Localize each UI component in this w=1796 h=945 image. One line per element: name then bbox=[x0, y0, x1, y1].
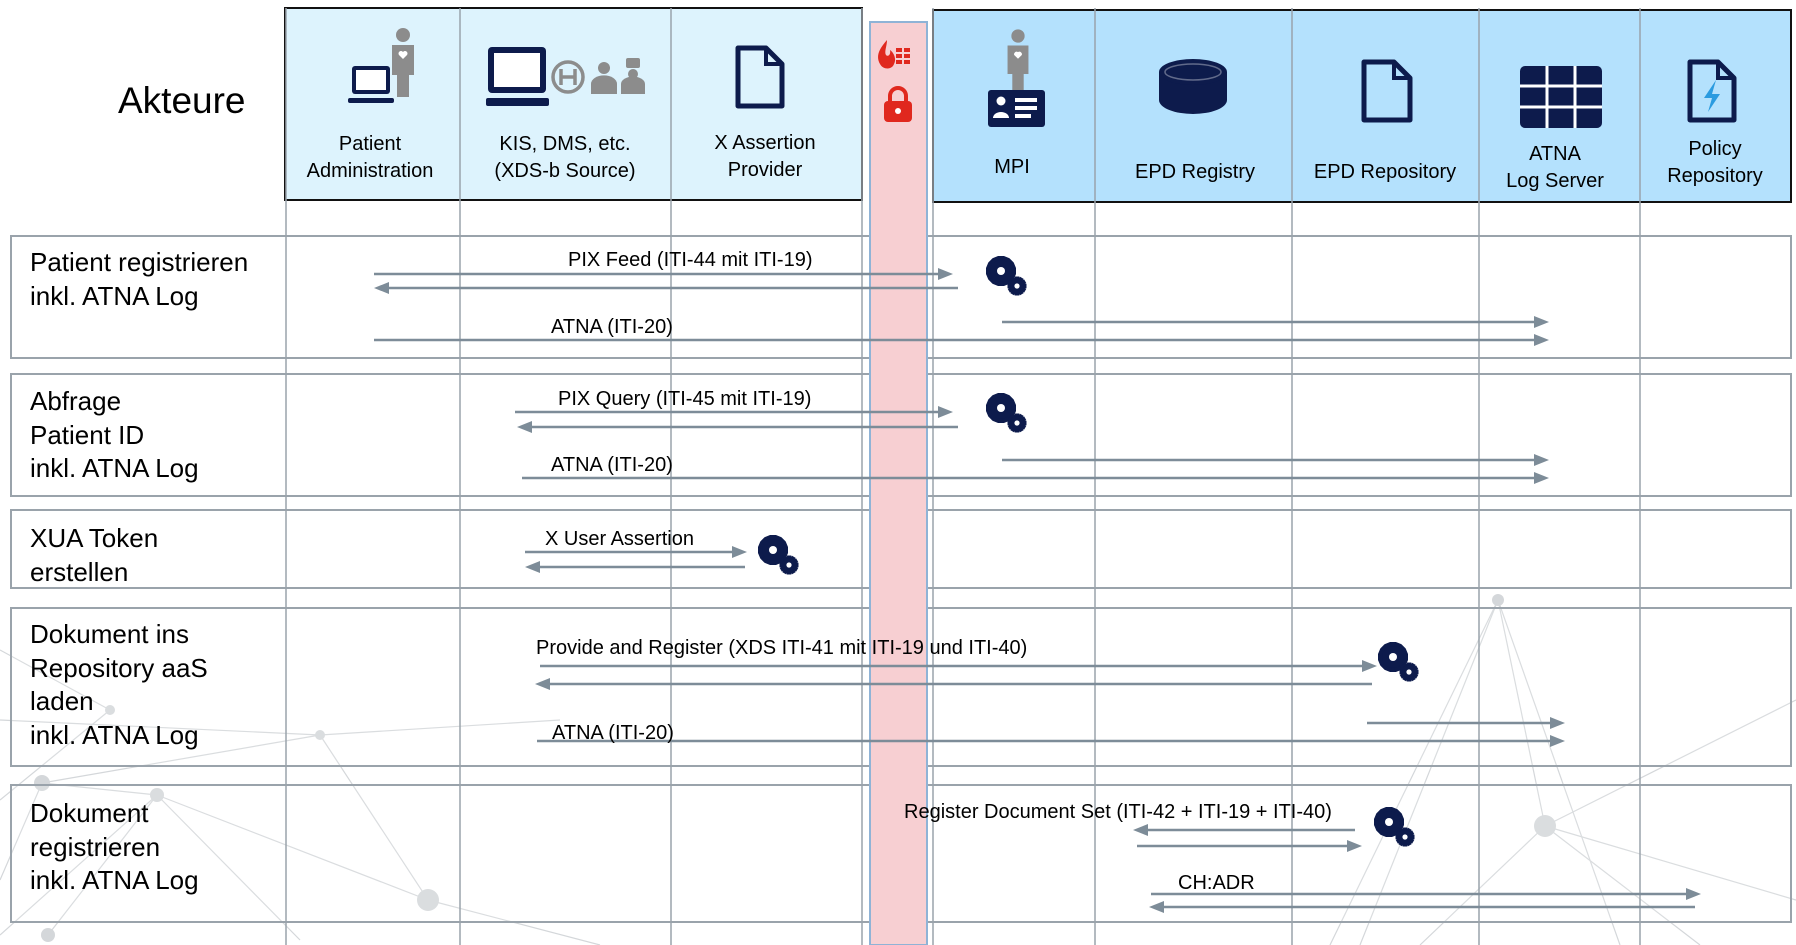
arrow-provide-register-request bbox=[540, 660, 1377, 672]
actor-label-kis-dms: KIS, DMS, etc. (XDS-b Source) bbox=[494, 133, 636, 182]
arrow-ch-adr-request bbox=[1151, 888, 1701, 900]
monitor-hospital-icon bbox=[486, 47, 645, 106]
arrow-x-user-assertion-request bbox=[525, 546, 747, 558]
actor-label-mpi: MPI bbox=[994, 156, 1030, 178]
patient-figure-icon bbox=[392, 28, 414, 97]
lightning-document-icon bbox=[1687, 59, 1737, 123]
arrow-provide-register-response bbox=[535, 678, 1372, 690]
actor-label-atna-log-server: ATNA Log Server bbox=[1506, 143, 1604, 192]
computer-patient-icon bbox=[348, 66, 394, 103]
message-register-document-set: Register Document Set (ITI-42 + ITI-19 +… bbox=[904, 801, 1332, 823]
gears-icon-registry bbox=[1373, 806, 1415, 847]
firewall-icon bbox=[878, 40, 910, 69]
arrow-atna-mpi-1 bbox=[1002, 316, 1549, 328]
arrow-ch-adr-response bbox=[1149, 901, 1695, 913]
firewall-column bbox=[869, 21, 928, 945]
arrow-atna-patient-admin bbox=[374, 334, 1549, 346]
message-pix-query: PIX Query (ITI-45 mit ITI-19) bbox=[558, 388, 812, 410]
arrow-atna-mpi-2 bbox=[1002, 454, 1549, 466]
actor-label-epd-registry: EPD Registry bbox=[1134, 161, 1256, 183]
document-icon bbox=[1361, 59, 1413, 123]
database-icon bbox=[1159, 59, 1227, 114]
row-label-patient-registrieren: Patient registrieren inkl. ATNA Log bbox=[30, 247, 249, 311]
actor-label-epd-repository: EPD Repository bbox=[1313, 161, 1457, 183]
arrow-pix-feed-request bbox=[374, 268, 953, 280]
gears-icon-mpi-2 bbox=[985, 392, 1027, 433]
arrow-register-document-set-request bbox=[1137, 840, 1362, 852]
message-ch-adr: CH:ADR bbox=[1178, 872, 1255, 894]
row-label-abfrage-patient-id: Abfrage Patient ID inkl. ATNA Log bbox=[30, 386, 199, 483]
arrow-pix-feed-response bbox=[374, 282, 958, 294]
arrow-atna-repository bbox=[1367, 717, 1565, 729]
actor-label-patient-administration: Patient Administration bbox=[306, 133, 434, 182]
document-icon bbox=[735, 45, 785, 109]
actors-title: Akteure bbox=[118, 80, 246, 121]
row-label-dokument-repository: Dokument ins Repository aaS laden inkl. … bbox=[30, 619, 208, 750]
arrow-atna-kis bbox=[522, 472, 1549, 484]
message-x-user-assertion: X User Assertion bbox=[545, 528, 694, 550]
arrow-pix-query-response bbox=[517, 421, 958, 433]
actor-label-x-assertion-provider: X Assertion Provider bbox=[714, 132, 816, 181]
arrow-register-document-set-response bbox=[1133, 824, 1355, 836]
message-provide-and-register: Provide and Register (XDS ITI-41 mit ITI… bbox=[536, 637, 1028, 659]
patient-figure-mpi-icon bbox=[1007, 29, 1029, 95]
message-atna-1: ATNA (ITI-20) bbox=[551, 316, 673, 338]
gears-icon-mpi-1 bbox=[985, 255, 1027, 296]
arrow-x-user-assertion-response bbox=[525, 561, 745, 573]
message-pix-feed: PIX Feed (ITI-44 mit ITI-19) bbox=[568, 249, 813, 271]
message-atna-2: ATNA (ITI-20) bbox=[551, 454, 673, 476]
actor-label-policy-repository: Policy Repository bbox=[1667, 138, 1763, 187]
gears-icon-assertion bbox=[757, 534, 799, 575]
grid-icon bbox=[1520, 66, 1602, 128]
gears-icon-repository bbox=[1377, 641, 1419, 682]
patient-id-card-icon bbox=[988, 90, 1045, 127]
row-label-xua-token: XUA Token erstellen bbox=[30, 523, 159, 587]
lock-icon bbox=[884, 86, 912, 122]
arrow-atna-kis-2 bbox=[537, 735, 1565, 747]
message-atna-3: ATNA (ITI-20) bbox=[552, 722, 674, 744]
row-label-dokument-registrieren: Dokument registrieren inkl. ATNA Log bbox=[30, 798, 199, 895]
arrow-pix-query-request bbox=[515, 406, 953, 418]
